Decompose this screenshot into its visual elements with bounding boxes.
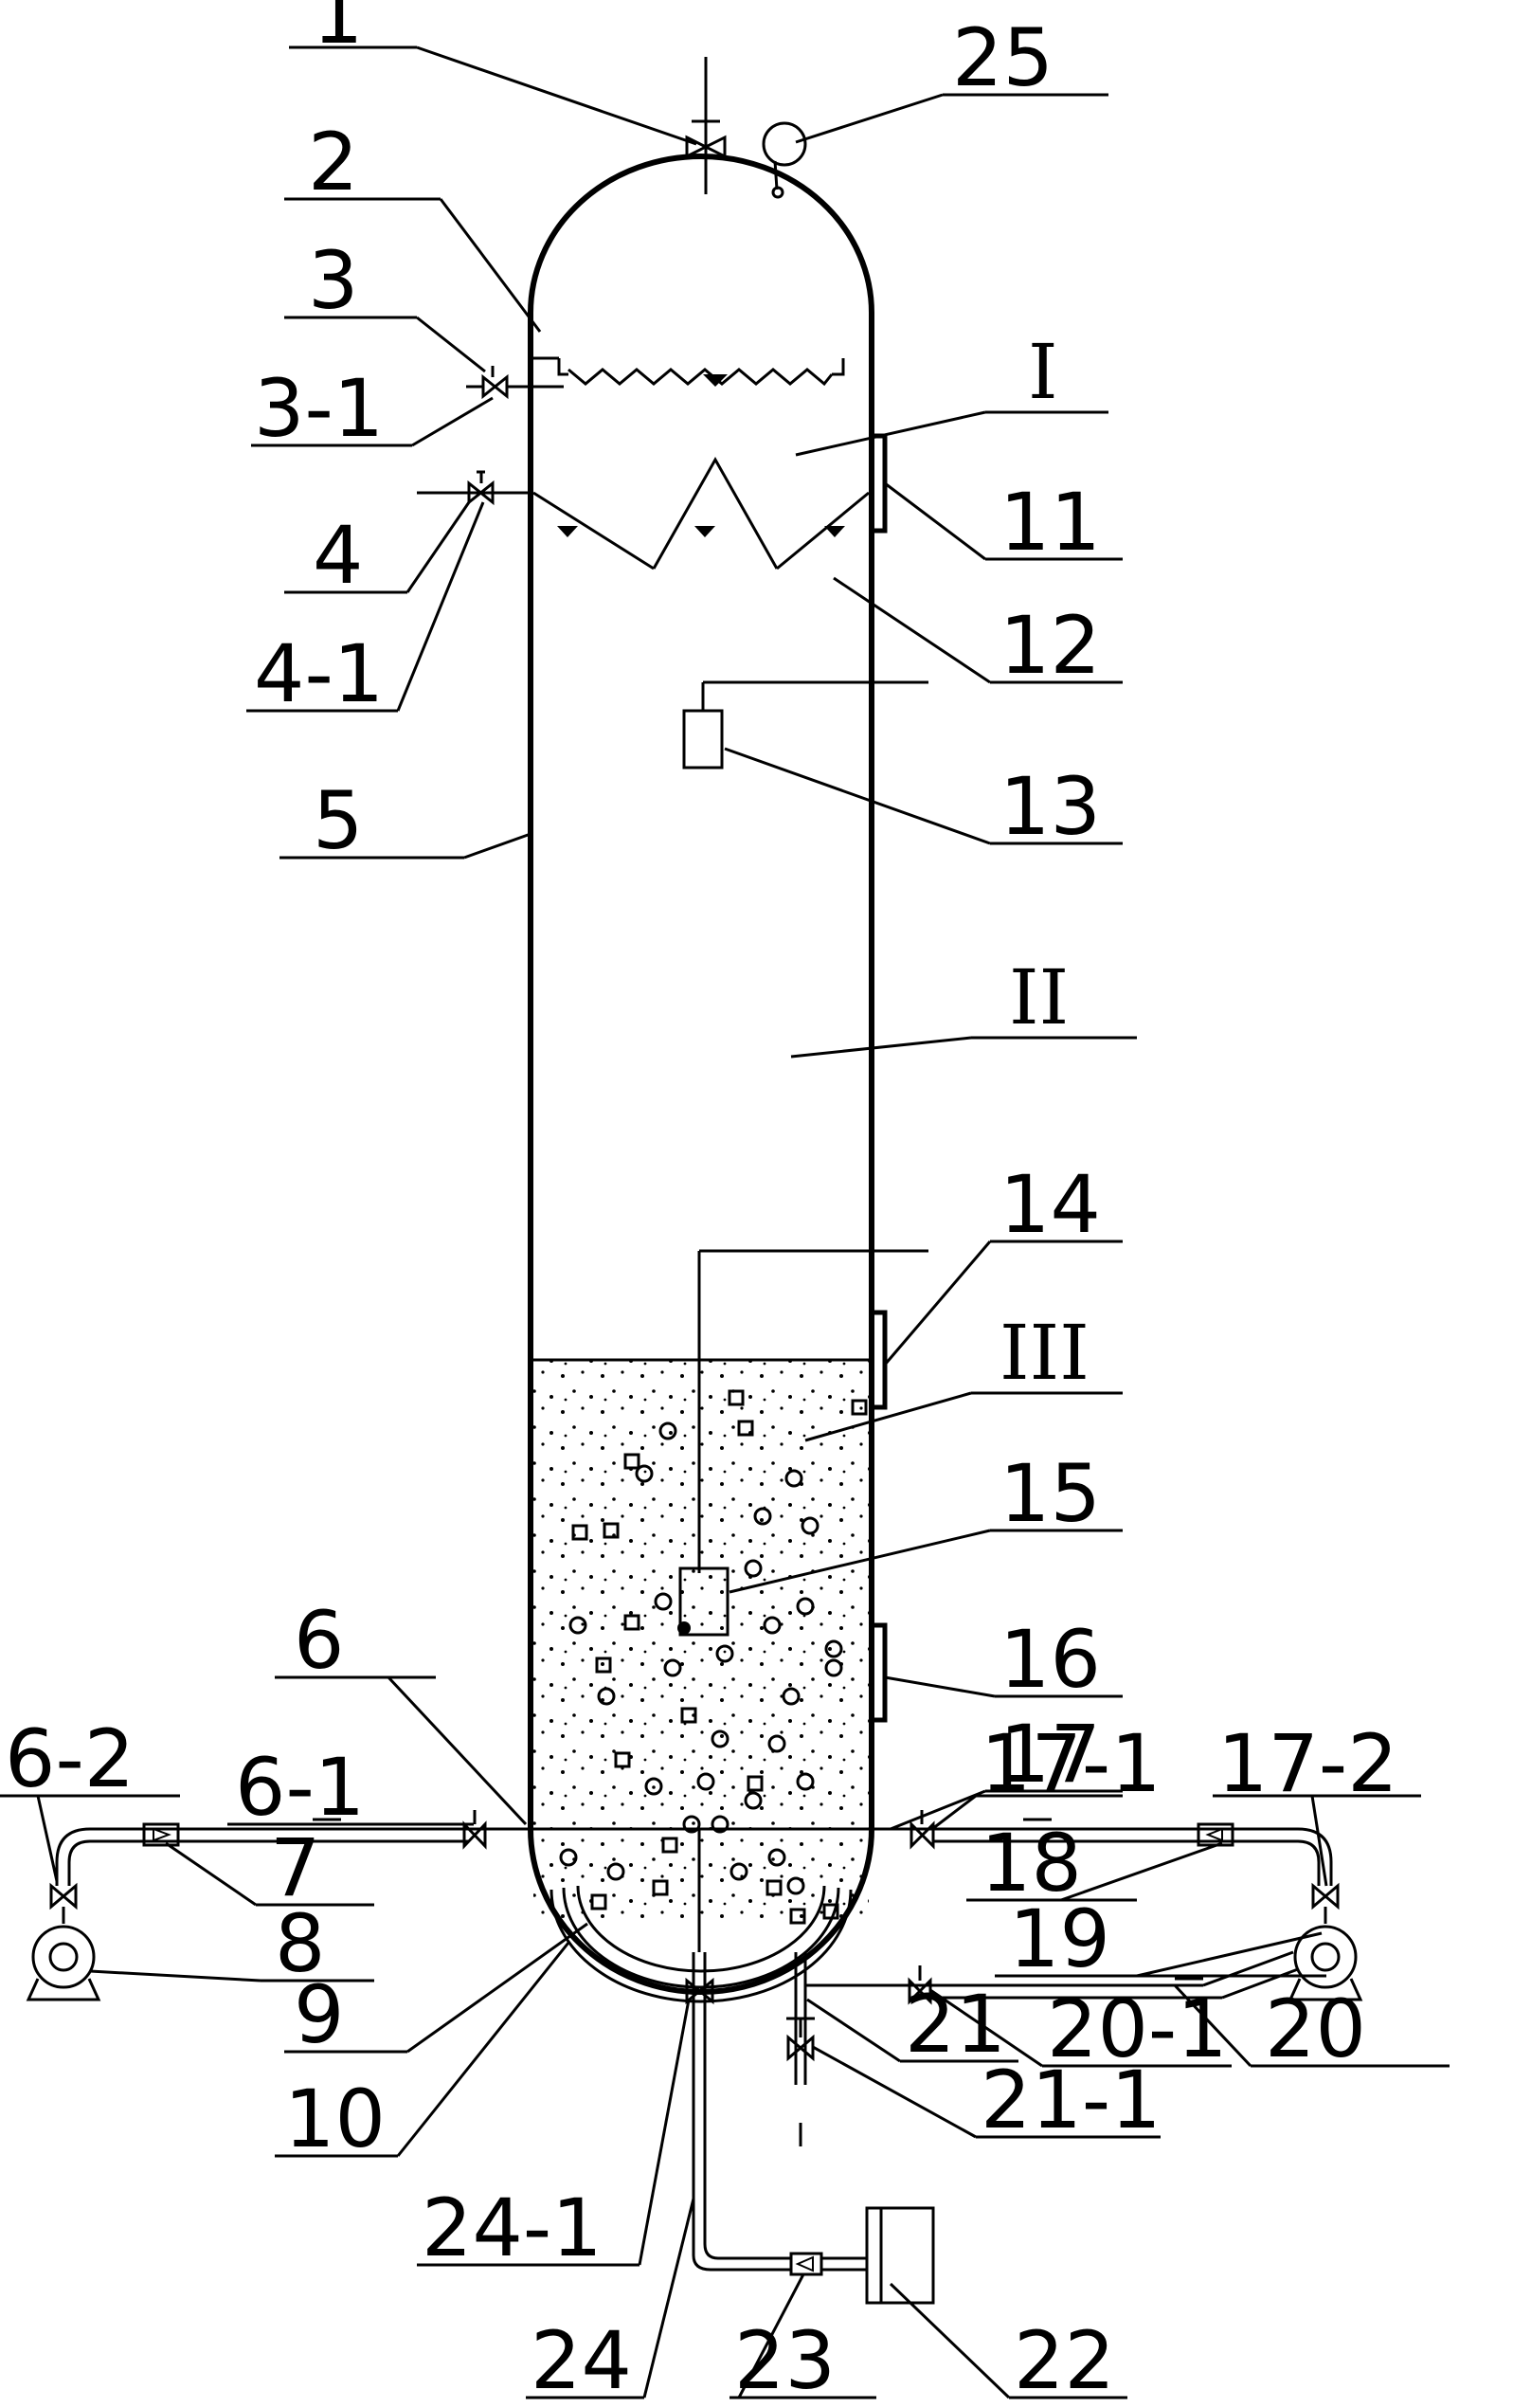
label-23: 23 xyxy=(734,2314,836,2407)
return-line-20 xyxy=(805,1950,1299,2005)
label-6-1: 6-1 xyxy=(235,1741,365,1834)
label-4: 4 xyxy=(313,509,363,602)
label-14: 14 xyxy=(1000,1158,1101,1251)
label-17: 17 xyxy=(1000,1708,1101,1801)
label-21: 21 xyxy=(905,1978,1006,2071)
leader-lines xyxy=(0,45,1450,2399)
label-25: 25 xyxy=(952,11,1054,104)
right-recycle-line xyxy=(872,1810,1363,2001)
label-15: 15 xyxy=(1000,1447,1101,1540)
feed-line xyxy=(685,1952,935,2305)
label-17-1: 17-1 xyxy=(981,1717,1162,1810)
pressure-gauge xyxy=(762,121,807,199)
label-6: 6 xyxy=(294,1594,344,1687)
sight-glass-16 xyxy=(869,1622,888,1723)
label-1: 1 xyxy=(313,0,363,62)
left-recycle-line xyxy=(26,1810,531,2001)
label-10: 10 xyxy=(284,2073,386,2165)
gas-outlet-valve xyxy=(685,57,727,194)
drain-21 xyxy=(786,1952,815,2146)
label-2: 2 xyxy=(308,116,358,208)
label-3-1: 3-1 xyxy=(254,362,384,455)
label-12: 12 xyxy=(1000,599,1101,692)
zone-label-I: I xyxy=(1028,328,1058,416)
three-phase-separator xyxy=(532,456,870,570)
label-24-1: 24-1 xyxy=(422,2182,603,2274)
label-8: 8 xyxy=(275,1897,325,1990)
bottom-header xyxy=(516,1827,891,1952)
label-11: 11 xyxy=(1000,476,1101,569)
sensor-15 xyxy=(677,1249,928,1637)
label-22: 22 xyxy=(1014,2314,1115,2407)
zone-labels: I II III xyxy=(1000,328,1090,1397)
bottom-packing xyxy=(533,1834,869,1919)
sight-glass-14 xyxy=(869,1310,888,1410)
label-6-2: 6-2 xyxy=(5,1712,135,1805)
label-24: 24 xyxy=(531,2314,632,2407)
sight-glass-11 xyxy=(869,433,888,534)
label-5: 5 xyxy=(313,774,363,867)
label-19: 19 xyxy=(1009,1892,1110,1985)
upper-distributor xyxy=(557,358,845,387)
label-16: 16 xyxy=(1000,1613,1101,1706)
sensor-13 xyxy=(682,680,928,769)
side-inlet-valve-4 xyxy=(417,470,531,506)
callout-labels: 1 25 2 3 3-1 4 4-1 5 11 12 13 14 15 16 1… xyxy=(5,0,1398,2407)
label-20: 20 xyxy=(1265,1983,1366,2075)
zone-label-III: III xyxy=(1000,1309,1090,1397)
label-13: 13 xyxy=(1000,760,1101,853)
label-3: 3 xyxy=(308,234,358,327)
packing-zone xyxy=(533,1360,869,1829)
distributor-9-10 xyxy=(549,1885,853,2003)
packing-particles xyxy=(559,1389,868,1925)
label-20-1: 20-1 xyxy=(1047,1983,1228,2075)
label-9: 9 xyxy=(294,1968,344,2061)
label-4-1: 4-1 xyxy=(254,627,384,720)
label-17-2: 17-2 xyxy=(1217,1717,1398,1810)
label-18: 18 xyxy=(981,1817,1082,1910)
side-inlet-valve-3 xyxy=(466,356,564,400)
label-7: 7 xyxy=(270,1821,320,1914)
label-21-1: 21-1 xyxy=(981,2054,1162,2146)
zone-label-II: II xyxy=(1009,953,1069,1041)
